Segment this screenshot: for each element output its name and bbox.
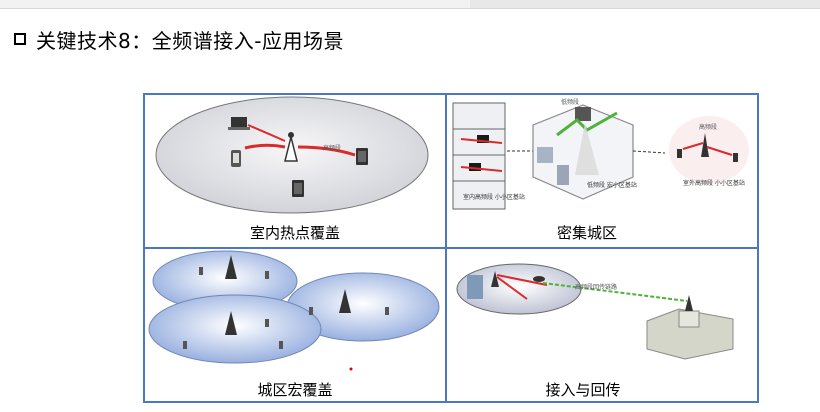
laptop-icon <box>228 117 250 130</box>
grid-horizontal-divider <box>143 247 759 249</box>
hexagon-cell <box>532 104 634 200</box>
red-dot-marker <box>349 367 353 371</box>
indoor-hotspot-illustration: 高频段 <box>155 96 429 214</box>
indoor-link-label: 高频段 <box>323 144 341 152</box>
backhaul-label: 高频段回传链路 <box>575 283 617 291</box>
office-building-icon <box>452 102 506 210</box>
access-tower-icon <box>491 271 499 287</box>
square-bullet-icon <box>14 33 26 45</box>
macro-station-icon <box>575 107 591 121</box>
small-cell-tower-icon <box>701 133 709 157</box>
tablet-icon-2 <box>292 180 304 197</box>
panel-indoor-hotspot: 高频段 室内热点覆盖 <box>145 95 445 247</box>
macro-cell-label: 低频段 宏小区基站 <box>587 181 637 189</box>
panel-caption-urban-macro: 城区宏覆盖 <box>257 381 333 399</box>
slide-title-row: 关键技术8：全频谱接入-应用场景 <box>14 24 344 54</box>
panel-access-backhaul: 高频段回传链路 接入与回传 <box>447 249 757 401</box>
indoor-small-cell-label: 室内高频段 小小区基站 <box>463 193 525 201</box>
dense-urban-illustration: 室内高频段 小小区基站 低频段 低频段 宏小区基站 高频段 室外高频段 小小区基… <box>452 98 749 210</box>
panel-urban-macro: 城区宏覆盖 <box>145 249 445 401</box>
top-edge-shade <box>470 0 820 8</box>
panel-dense-urban: 室内高频段 小小区基站 低频段 低频段 宏小区基站 高频段 室外高频段 小小区基… <box>447 95 757 247</box>
outdoor-cluster <box>669 116 749 184</box>
slide-title: 关键技术8：全频谱接入-应用场景 <box>36 28 344 53</box>
outdoor-top-label: 高频段 <box>699 123 717 131</box>
urban-macro-illustration <box>148 250 440 371</box>
backhaul-link <box>542 282 688 302</box>
top-edge-bar <box>0 0 820 9</box>
access-area-ellipse <box>456 263 582 315</box>
office-icon <box>467 275 483 299</box>
tablet-icon <box>356 148 368 165</box>
outdoor-small-cell-label: 室外高频段 小小区基站 <box>683 179 745 187</box>
access-point-icon <box>284 132 298 162</box>
handset-icons <box>183 267 389 349</box>
panel-caption-indoor: 室内热点覆盖 <box>249 224 341 242</box>
macro-tower-icons <box>225 255 351 335</box>
access-backhaul-illustration: 高频段回传链路 <box>456 263 734 360</box>
panel-caption-dense-urban: 密集城区 <box>556 224 618 242</box>
hex-top-label: 低频段 <box>561 98 579 106</box>
building-complex-icon <box>646 295 734 360</box>
panel-caption-access-backhaul: 接入与回传 <box>545 381 621 399</box>
phone-icon <box>231 150 241 167</box>
